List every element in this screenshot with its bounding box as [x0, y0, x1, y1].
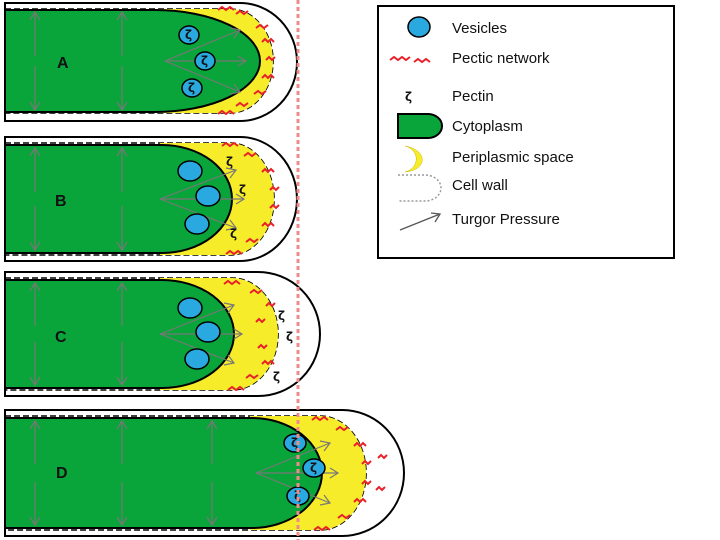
legend-item-pectin: Pectin [452, 88, 494, 105]
pectin-mark: ζ [278, 309, 285, 323]
vesicle-icon [407, 16, 431, 38]
legend-item-cell-wall: Cell wall [452, 177, 508, 194]
turgor-arrows [29, 10, 248, 112]
pectic-network [223, 279, 276, 392]
vesicle [181, 78, 203, 98]
pectin-mark: ζ [230, 227, 237, 241]
pectin-icon: ζ [405, 90, 412, 104]
cytoplasm [4, 417, 323, 529]
vesicle [184, 348, 210, 370]
cytoplasm [4, 144, 233, 254]
vesicle [195, 185, 221, 207]
pectin-mark: ζ [291, 436, 298, 450]
panel-label: C [55, 329, 67, 346]
vesicles [177, 160, 221, 235]
pectic-network [221, 141, 280, 256]
legend-item-turgor-pressure: Turgor Pressure [452, 211, 560, 228]
pectic-network [217, 5, 276, 116]
cytoplasm [4, 279, 235, 389]
vesicles [177, 297, 221, 370]
pectin-mark: ζ [226, 155, 233, 169]
pectic-network-icon [389, 55, 431, 64]
legend: Vesicles Pectic network ζ Pectin Cytopla… [377, 5, 675, 259]
vesicle [177, 160, 203, 182]
vesicle [195, 321, 221, 343]
vesicle [302, 458, 326, 478]
panel-d: ζ ζ ζ D [4, 409, 405, 537]
vesicle [283, 433, 307, 453]
vesicle [194, 51, 216, 71]
vesicle [184, 213, 210, 235]
legend-item-vesicles: Vesicles [452, 20, 507, 37]
pectin-mark: ζ [185, 28, 192, 42]
legend-item-periplasmic-space: Periplasmic space [452, 149, 574, 166]
turgor-pressure-icon [399, 212, 442, 231]
periplasmic-space-icon [404, 145, 423, 173]
legend-item-cytoplasm: Cytoplasm [452, 118, 523, 135]
pectin-mark: ζ [294, 489, 301, 503]
vesicle [177, 297, 203, 319]
pectin-mark: ζ [286, 330, 293, 344]
pectic-network [311, 415, 388, 532]
pectin-mark: ζ [201, 54, 208, 68]
vesicle [178, 25, 200, 45]
panel-c: ζ ζ ζ C [4, 271, 321, 397]
pectin-mark: ζ [273, 370, 280, 384]
panel-b: ζ ζ ζ B [4, 136, 298, 262]
pectin-mark: ζ [188, 81, 195, 95]
vesicles [283, 433, 326, 506]
cell-wall-icon [398, 174, 442, 202]
pectin-mark: ζ [310, 461, 317, 475]
cytoplasm-icon [397, 113, 443, 139]
legend-item-pectic-network: Pectic network [452, 50, 550, 67]
panel-label: B [55, 193, 67, 210]
pectin-mark: ζ [239, 183, 246, 197]
panel-label: D [56, 465, 68, 482]
panel-label: A [57, 55, 69, 72]
vesicles [178, 25, 216, 98]
panel-a: ζ ζ ζ A [4, 2, 298, 122]
